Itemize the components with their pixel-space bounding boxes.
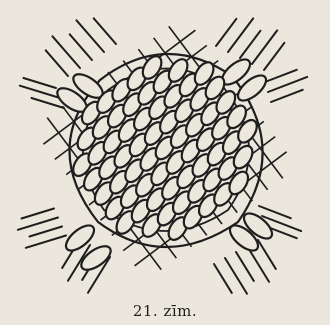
cord-end: [46, 50, 68, 76]
figure-caption: 21. zīm.: [0, 302, 330, 320]
cord-end: [236, 252, 254, 281]
cord-end: [258, 240, 276, 269]
cord-end: [214, 264, 232, 293]
cord-end: [240, 31, 260, 58]
macrame-knot-diagram: [0, 0, 330, 300]
cord-end: [22, 209, 54, 219]
cord-end: [30, 227, 62, 237]
cord-end: [18, 218, 58, 230]
cord-end: [26, 236, 66, 248]
cord-end: [271, 90, 303, 102]
cord-end: [216, 19, 236, 46]
cord-end: [264, 43, 284, 70]
cord-end: [94, 18, 116, 44]
cord-end: [24, 78, 56, 88]
cord-end: [265, 70, 297, 82]
cord-end: [70, 34, 92, 60]
